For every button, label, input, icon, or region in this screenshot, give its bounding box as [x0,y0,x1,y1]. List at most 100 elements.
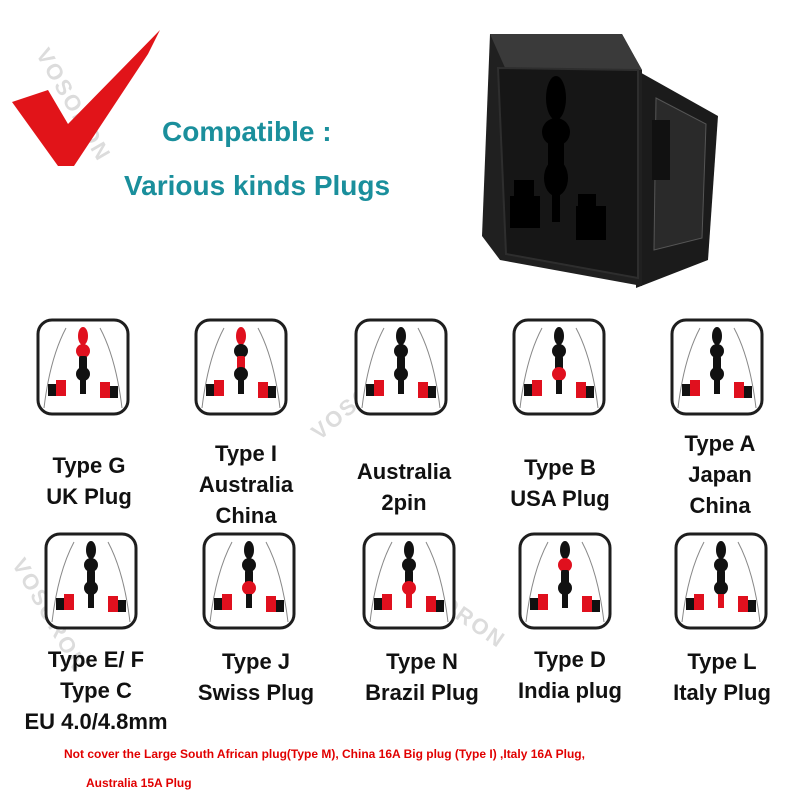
socket-hole-right-outer [586,386,594,398]
tile-frame-shading [265,541,289,623]
tile-frame-shading [425,541,449,623]
socket-hole-right-inner [582,596,592,612]
tile-frame-shading [575,327,599,409]
socket-hole-bottom [406,594,412,608]
socket-hole-left-inner [64,594,74,610]
tile-frame-shading [257,327,281,409]
socket-hole-right-inner [426,596,436,612]
tile-frame-shading [369,541,393,623]
tile-frame-shading [417,327,441,409]
socket-hole-right-outer [428,386,436,398]
socket-hole-round [84,558,98,572]
socket-hole-round [76,344,90,358]
compatibility-note-line-2: Australia 15A Plug [86,776,192,790]
socket-hole-left-outer [530,598,538,610]
socket-hole-lower [242,581,256,595]
tile-frame-shading [201,327,225,409]
socket-hole-top [78,327,88,345]
socket-hole-top [404,541,414,559]
socket-hole-left-inner [694,594,704,610]
socket-hole-round [234,344,248,358]
tile-frame-shading [677,327,701,409]
socket-hole-left-outer [682,384,690,396]
socket-hole-left-inner [382,594,392,610]
tile-frame-shading [43,327,67,409]
socket-hole-right-inner [734,382,744,398]
tile-frame-shading [733,327,757,409]
socket-hole-left-outer [366,384,374,396]
socket-hole-lower [394,367,408,381]
socket-hole-left-outer [56,598,64,610]
socket-hole-left-inner [538,594,548,610]
socket-hole-right-inner [576,382,586,398]
headline-various-plugs: Various kinds Plugs [124,170,391,201]
socket-hole-left-outer [524,384,532,396]
socket-hole-right-outer [592,600,600,612]
tile-frame-shading [99,327,123,409]
socket-hole-left-inner [222,594,232,610]
socket-hole-right-inner [266,596,276,612]
socket-diagram-type-n [362,532,456,630]
socket-hole-left-inner [690,380,700,396]
socket-hole-lower [76,367,90,381]
socket-diagram-type-j [202,532,296,630]
socket-hole-right-outer [268,386,276,398]
socket-hole-bottom [88,594,94,608]
socket-hole-round [402,558,416,572]
tile-frame-shading [107,541,131,623]
socket-diagram-type-l [674,532,768,630]
socket-hole-bottom [398,380,404,394]
socket-hole-lower [234,367,248,381]
socket-hole-bottom [718,594,724,608]
compatibility-note-line-1: Not cover the Large South African plug(T… [64,747,585,761]
socket-diagram-type-b [512,318,606,416]
socket-hole-bottom [562,594,568,608]
socket-hole-left-outer [214,598,222,610]
socket-hole-lower [552,367,566,381]
headline-compatible: Compatible : [162,116,332,147]
tile-frame-shading [209,541,233,623]
socket-hole-round [552,344,566,358]
socket-hole-top [712,327,722,345]
tile-frame-shading [525,541,549,623]
socket-hole-right-inner [418,382,428,398]
socket-hole-top [396,327,406,345]
socket-hole-bottom [246,594,252,608]
socket-hole-round [714,558,728,572]
socket-hole-top [236,327,246,345]
socket-hole-right-inner [258,382,268,398]
socket-hole-top [244,541,254,559]
socket-diagram-australia-2pin [354,318,448,416]
socket-hole-left-inner [532,380,542,396]
socket-hole-lower [84,581,98,595]
socket-hole-lower [558,581,572,595]
socket-hole-right-inner [108,596,118,612]
socket-hole-top [560,541,570,559]
socket-hole-right-outer [436,600,444,612]
red-checkmark-icon [12,30,160,166]
tile-frame-shading [681,541,705,623]
socket-hole-bottom [556,380,562,394]
socket-hole-round [394,344,408,358]
socket-hole-right-inner [100,382,110,398]
socket-hole-bottom [714,380,720,394]
socket-hole-right-outer [744,386,752,398]
socket-hole-bottom [80,380,86,394]
socket-hole-round [558,558,572,572]
socket-hole-left-outer [374,598,382,610]
socket-hole-left-inner [56,380,66,396]
socket-hole-top [554,327,564,345]
socket-hole-right-outer [118,600,126,612]
tile-frame-shading [737,541,761,623]
socket-hole-right-inner [738,596,748,612]
socket-hole-left-outer [48,384,56,396]
tile-frame-shading [51,541,75,623]
